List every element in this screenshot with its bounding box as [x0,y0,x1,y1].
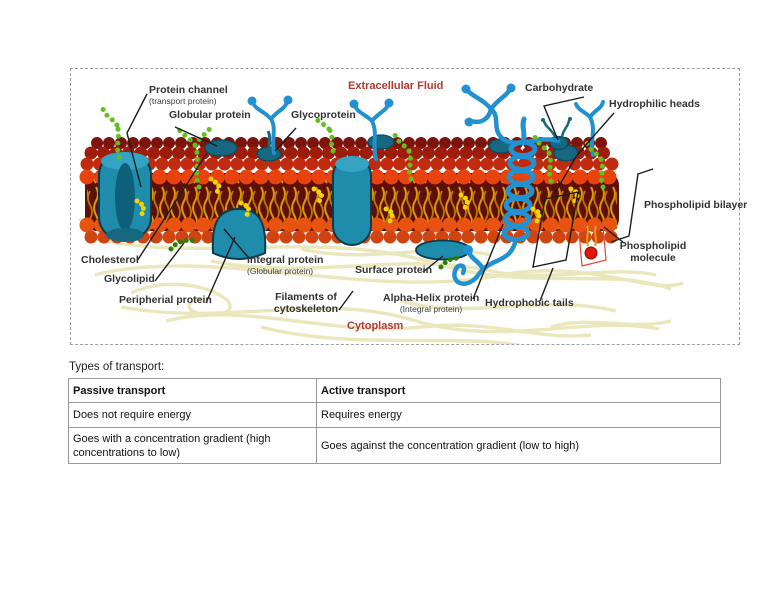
label-cholesterol: Cholesterol [81,254,139,266]
glycolipid-chains [100,106,606,190]
phospholipid-molecule-highlight [532,191,607,268]
label-phospholipid-molecule-line1: Phospholipid [619,240,687,252]
protein-channel-shape [98,152,152,242]
label-carbohydrate: Carbohydrate [525,82,594,94]
label-phospholipid-molecule: Phospholipid molecule [601,240,705,264]
label-alpha-helix-protein: Alpha-Helix protein (Integral protein) [383,292,479,314]
label-extracellular-fluid: Extracellular Fluid [348,80,444,92]
cell-active-energy: Requires energy [316,402,721,428]
membrane-illustration [78,83,684,344]
label-integral-protein-sub: (Globular protein) [247,266,314,276]
label-protein-channel: Protein channel (transport protein) [149,84,228,106]
cell-active-gradient: Goes against the concentration gradient … [316,427,721,464]
label-surface-protein: Surface protein [355,264,433,276]
label-phospholipid-bilayer: Phospholipid bilayer [644,199,748,211]
label-filaments-of-cytoskeleton: Filaments of cytoskeleton [273,291,339,315]
label-hydrophobic-tails: Hydrophobic tails [485,297,574,309]
label-glycoprotein: Glycoprotein [291,109,356,121]
dark-glycolipid-chains [168,237,464,270]
label-glycolipid: Glycolipid [104,273,155,285]
label-hydrophilic-heads: Hydrophilic heads [609,98,701,110]
leader-lines [126,93,654,311]
cell-passive-gradient: Goes with a concentration gradient (high… [68,427,317,464]
table-row: Does not require energy Requires energy [68,402,721,428]
integral-protein-shape [211,207,267,260]
label-filaments-line2: cytoskeleton [273,303,339,315]
label-alpha-helix-sub: (Integral protein) [399,304,463,314]
label-cytoplasm: Cytoplasm [347,320,404,332]
table-header-row: Passive transport Active transport [68,378,721,403]
label-integral-protein: Integral protein (Globular protein) [247,254,323,276]
label-peripherial-protein: Peripherial protein [119,294,212,306]
glycoprotein-strands [247,83,605,161]
label-phospholipid-molecule-line2: molecule [630,252,676,264]
membrane-figure-box [70,68,740,345]
section-title-types-of-transport: Types of transport: [69,361,165,373]
label-alpha-helix-text: Alpha-Helix protein [383,292,480,304]
label-protein-channel-text: Protein channel [149,84,228,96]
label-protein-channel-sub: (transport protein) [149,96,217,106]
header-active-transport: Active transport [316,378,721,403]
label-integral-protein-text: Integral protein [247,254,324,266]
table-row: Goes with a concentration gradient (high… [68,427,721,464]
transport-table: Passive transport Active transport Does … [68,378,721,464]
label-filaments-line1: Filaments of [275,291,337,303]
alpha-helix-shape [452,116,538,286]
label-globular-protein: Globular protein [169,109,251,121]
cholesterol-clusters [134,176,582,224]
integral-protein-tall-shape [332,156,372,246]
cell-passive-energy: Does not require energy [68,402,317,428]
header-passive-transport: Passive transport [68,378,317,403]
